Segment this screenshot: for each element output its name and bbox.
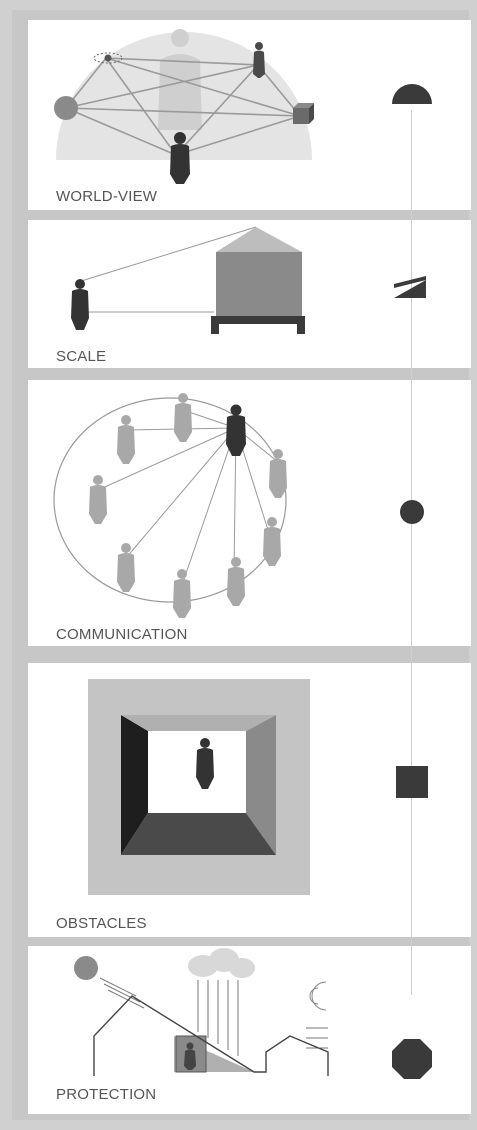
wind-lines [306,1027,328,1049]
cloud [188,948,255,978]
barn-roof [216,227,302,252]
rain [197,980,239,1056]
panel-label-world-view: WORLD-VIEW [56,188,158,205]
scale-person [71,279,89,330]
panel-label-obstacles: OBSTACLES [56,915,147,932]
sun-rays [99,977,145,1009]
network-lines [65,57,301,156]
house-outline [93,995,329,1076]
scale-illustration [71,226,305,334]
wedge-icon [394,276,426,298]
panel-label-protection: PROTECTION [56,1086,157,1103]
orbit-node [93,52,123,64]
panel-label-communication: COMMUNICATION [56,626,188,643]
panel-world-view: WORLD-VIEW [28,20,471,210]
cube-node [293,103,314,124]
panel-scale: SCALE [28,220,471,368]
protection-illustration [74,948,329,1076]
barn-body [216,252,302,318]
speaker-figure [226,404,246,456]
panel-obstacles: OBSTACLES [28,663,471,937]
panel-label-scale: SCALE [56,348,107,365]
ceiling [121,715,276,731]
sun [74,956,98,980]
half-circle-icon [392,84,432,104]
obstacles-illustration [88,679,310,895]
connector-line [411,110,412,995]
octagon-icon [392,1039,432,1079]
panel-protection: PROTECTION [28,946,471,1114]
ring-figures [89,393,287,618]
shelter-person [184,1042,196,1070]
panel-communication: COMMUNICATION [28,380,471,646]
communication-ring [53,397,287,603]
left-wall [121,715,148,855]
world-view-illustration [54,29,314,184]
square-icon [396,766,428,798]
wind-arcs [309,981,327,1011]
barn-platform [211,316,305,324]
floor [121,813,276,855]
perspective-lines [77,226,257,313]
person-node-top [253,42,265,78]
person-node-front [170,132,190,184]
circle-icon [400,500,424,524]
communication-illustration [53,393,287,618]
right-wall [246,715,276,855]
obstacle-person [196,738,214,789]
sphere-node [54,96,78,120]
